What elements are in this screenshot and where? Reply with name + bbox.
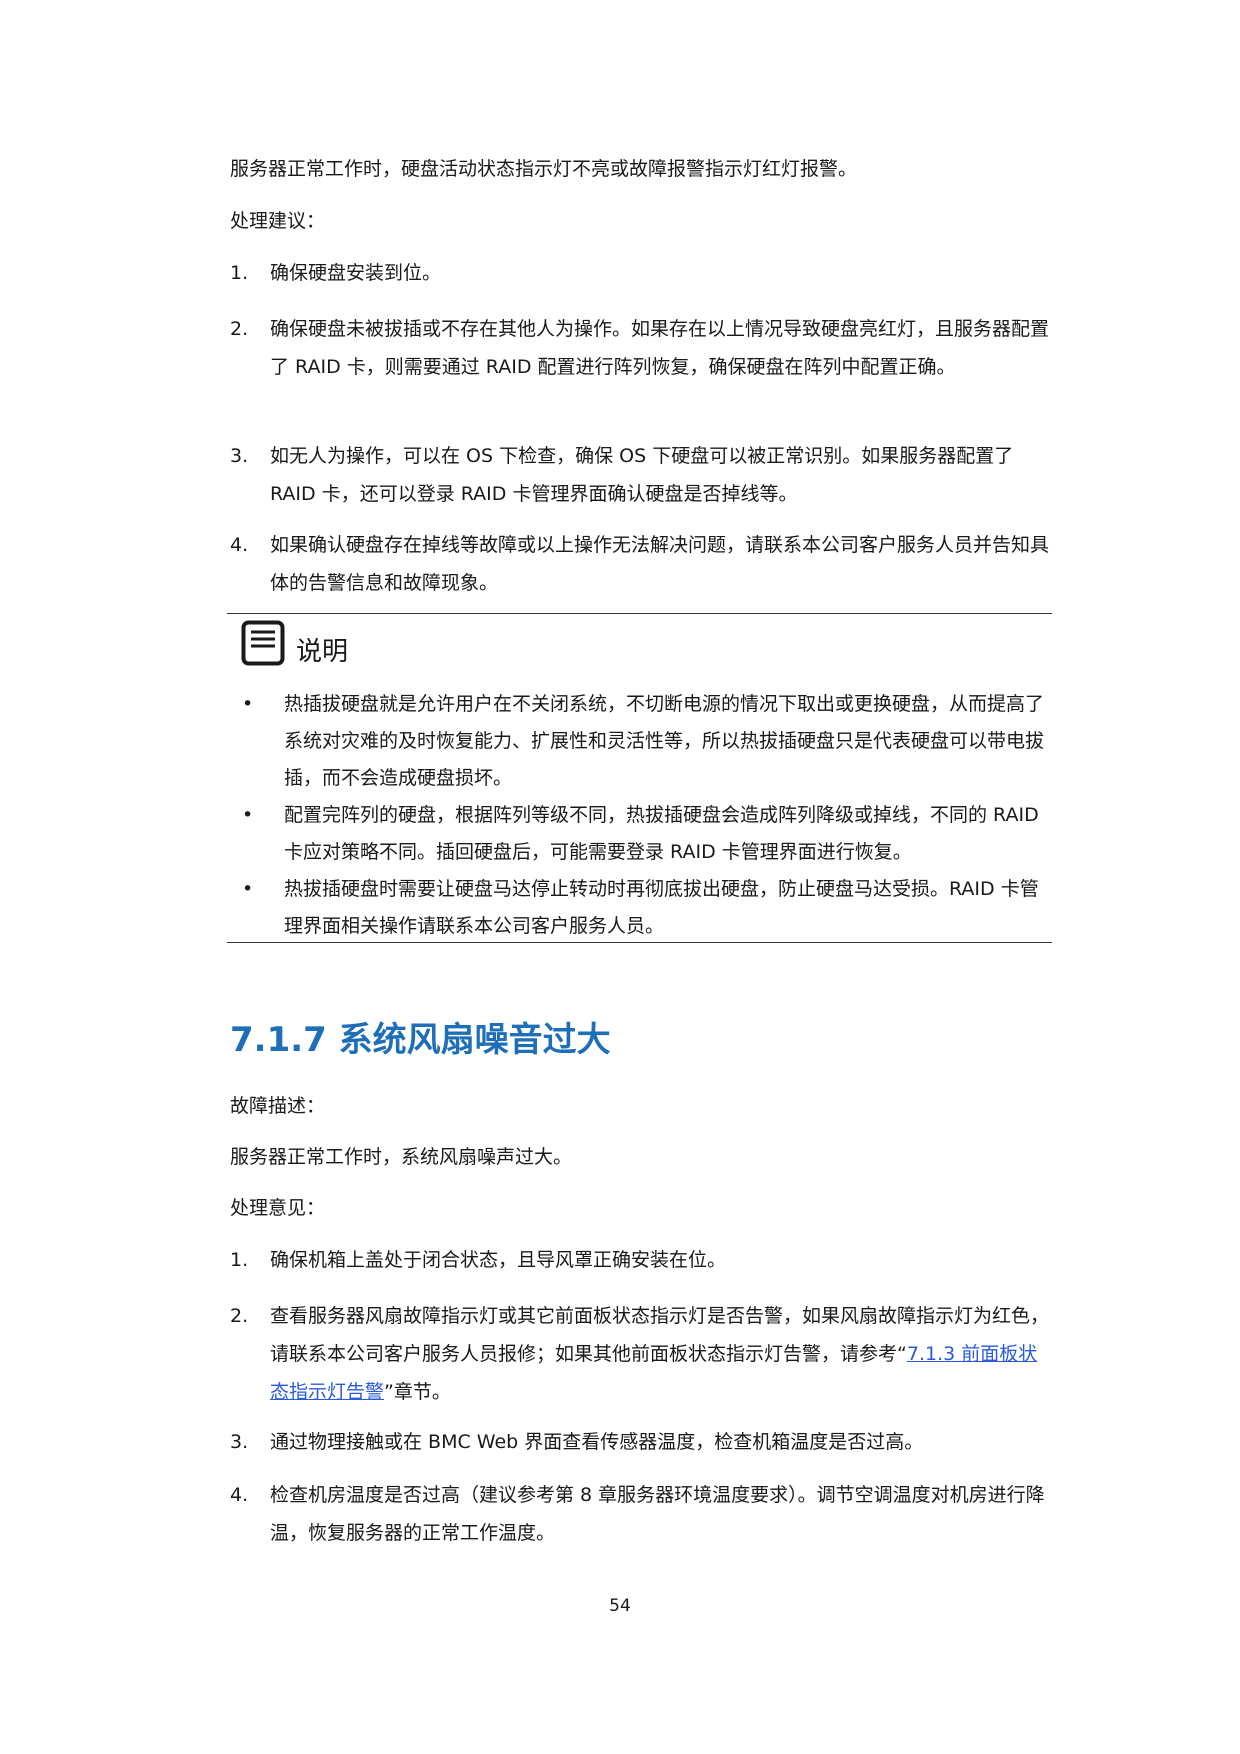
bullet-text: 热插拔硬盘就是允许用户在不关闭系统，不切断电源的情况下取出或更换硬盘，从而提高了…: [284, 693, 1045, 789]
list-text-after: ”章节。: [384, 1381, 451, 1403]
note-bottom-rule: [227, 942, 1052, 943]
bullet-dot: •: [242, 804, 254, 826]
list-number: 1.: [230, 262, 249, 284]
symptom-text: 服务器正常工作时，硬盘活动状态指示灯不亮或故障报警指示灯红灯报警。: [230, 158, 858, 180]
list-text: 如果确认硬盘存在掉线等故障或以上操作无法解决问题，请联系本公司客户服务人员并告知…: [270, 534, 1050, 594]
bullet-dot: •: [242, 693, 254, 715]
list-number: 1.: [230, 1249, 249, 1271]
list-item: 3. 通过物理接触或在 BMC Web 界面查看传感器温度，检查机箱温度是否过高…: [230, 1423, 1050, 1461]
list-text-before: 查看服务器风扇故障指示灯或其它前面板状态指示灯是否告警，如果风扇故障指示灯为红色…: [270, 1305, 1050, 1365]
bullet-text: 配置完阵列的硬盘，根据阵列等级不同，热拔插硬盘会造成阵列降级或掉线，不同的 RA…: [284, 804, 1039, 863]
list-text: 查看服务器风扇故障指示灯或其它前面板状态指示灯是否告警，如果风扇故障指示灯为红色…: [270, 1297, 1050, 1411]
note-top-rule: [227, 613, 1052, 614]
note-bullet: • 配置完阵列的硬盘，根据阵列等级不同，热拔插硬盘会造成阵列降级或掉线，不同的 …: [230, 797, 1050, 871]
bullet-text: 热拔插硬盘时需要让硬盘马达停止转动时再彻底拔出硬盘，防止硬盘马达受损。RAID …: [284, 878, 1039, 937]
list-item: 2. 确保硬盘未被拔插或不存在其他人为操作。如果存在以上情况导致硬盘亮红灯，且服…: [230, 310, 1050, 386]
list-text: 如无人为操作，可以在 OS 下检查，确保 OS 下硬盘可以被正常识别。如果服务器…: [270, 445, 1014, 505]
list-text: 确保硬盘安装到位。: [270, 262, 442, 284]
list-text: 通过物理接触或在 BMC Web 界面查看传感器温度，检查机箱温度是否过高。: [270, 1431, 924, 1453]
list-item: 4. 如果确认硬盘存在掉线等故障或以上操作无法解决问题，请联系本公司客户服务人员…: [230, 526, 1050, 602]
advice-label: 处理建议：: [230, 210, 326, 232]
note-title: 说明: [296, 637, 349, 667]
fault-text: 服务器正常工作时，系统风扇噪声过大。: [230, 1146, 573, 1168]
section-heading: 7.1.7 系统风扇噪音过大: [230, 1020, 611, 1060]
list-text: 检查机房温度是否过高（建议参考第 8 章服务器环境温度要求）。调节空调温度对机房…: [270, 1484, 1045, 1544]
list-item: 3. 如无人为操作，可以在 OS 下检查，确保 OS 下硬盘可以被正常识别。如果…: [230, 437, 1050, 513]
section-link[interactable]: 7.1.3 前面板状态指示灯告警: [270, 1343, 1038, 1403]
list-number: 2.: [230, 1305, 249, 1327]
list-number: 2.: [230, 318, 249, 340]
list-number: 4.: [230, 534, 249, 556]
list-number: 4.: [230, 1484, 249, 1506]
note-icon: [241, 620, 285, 666]
note-bullet: • 热拔插硬盘时需要让硬盘马达停止转动时再彻底拔出硬盘，防止硬盘马达受损。RAI…: [230, 871, 1050, 945]
note-bullet: • 热插拔硬盘就是允许用户在不关闭系统，不切断电源的情况下取出或更换硬盘，从而提…: [230, 686, 1050, 797]
list-text: 确保硬盘未被拔插或不存在其他人为操作。如果存在以上情况导致硬盘亮红灯，且服务器配…: [270, 318, 1050, 378]
bullet-dot: •: [242, 878, 254, 900]
list-text: 确保机箱上盖处于闭合状态，且导风罩正确安装在位。: [270, 1249, 727, 1271]
list-item: 1. 确保机箱上盖处于闭合状态，且导风罩正确安装在位。: [230, 1241, 1050, 1279]
list-number: 3.: [230, 445, 249, 467]
list-item: 2. 查看服务器风扇故障指示灯或其它前面板状态指示灯是否告警，如果风扇故障指示灯…: [230, 1297, 1050, 1411]
fault-label: 故障描述：: [230, 1095, 326, 1117]
page-number: 54: [609, 1596, 631, 1616]
list-item: 4. 检查机房温度是否过高（建议参考第 8 章服务器环境温度要求）。调节空调温度…: [230, 1476, 1050, 1552]
opinion-label: 处理意见：: [230, 1197, 326, 1219]
list-number: 3.: [230, 1431, 249, 1453]
list-item: 1. 确保硬盘安装到位。: [230, 254, 1050, 292]
